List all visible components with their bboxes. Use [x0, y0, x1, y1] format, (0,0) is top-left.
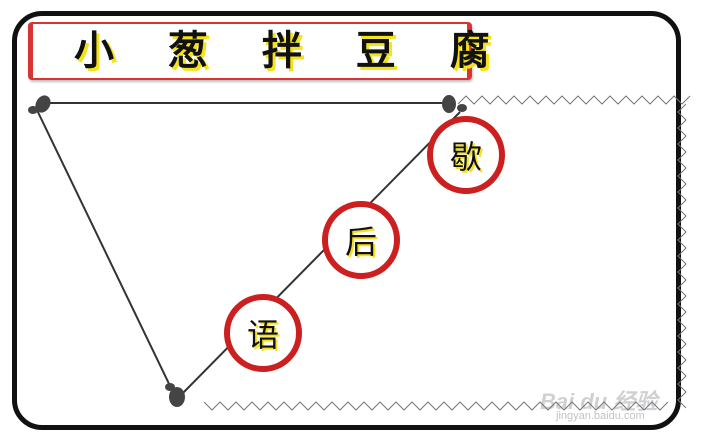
- zigzag-right-edge: [677, 103, 687, 409]
- circle-ring-2: [322, 201, 400, 279]
- triangle-diagonal-line: [179, 111, 461, 397]
- pin-top-left-tail: [28, 106, 38, 114]
- circle-label-3: 语: [246, 316, 279, 354]
- circle-ring-3: [224, 294, 302, 372]
- zigzag-bottom-edge: [203, 401, 669, 411]
- triangle-left-line: [35, 107, 173, 391]
- watermark-url: jingyan.baidu.com: [556, 410, 645, 422]
- circle-label-1: 歇: [449, 138, 482, 176]
- zigzag-top-edge: [457, 95, 691, 105]
- circle-ring-1: [427, 116, 505, 194]
- pin-top-left: [35, 95, 51, 113]
- watermark-brand: Bai du 经验: [540, 389, 658, 414]
- title-box: [28, 22, 472, 80]
- page-title: 小 葱 拌 豆 腐: [74, 28, 510, 74]
- pin-top-right: [442, 95, 456, 113]
- circle-label-2: 后: [344, 223, 377, 261]
- pin-bottom: [169, 387, 185, 407]
- pin-bottom-tail: [165, 383, 175, 391]
- pin-top-right-tail: [457, 104, 467, 112]
